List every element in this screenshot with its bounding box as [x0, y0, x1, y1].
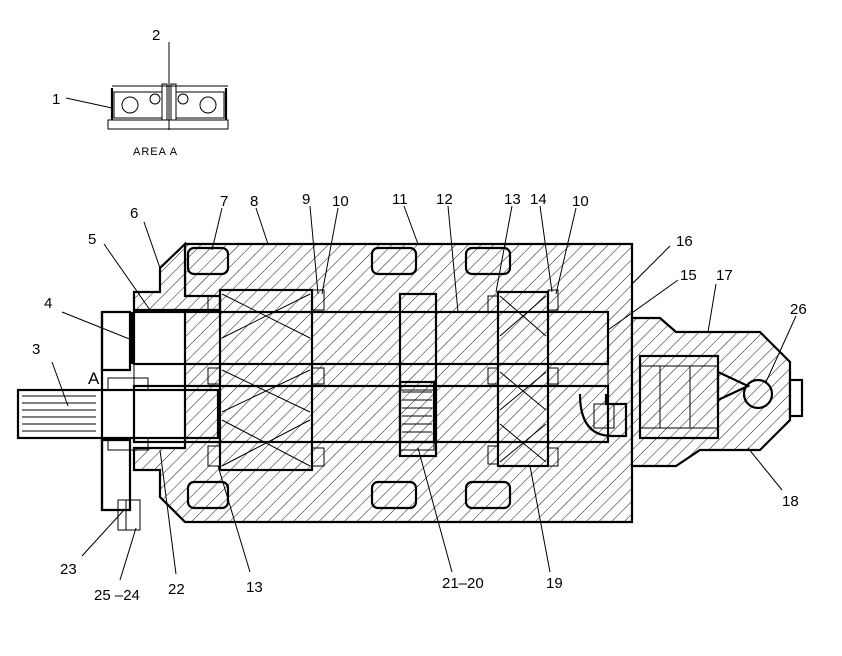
bolt-heads — [186, 246, 512, 510]
callout-10-right: 10 — [572, 193, 589, 210]
callout-10: 10 — [332, 193, 349, 210]
callout-23: 23 — [60, 561, 77, 578]
callout-7: 7 — [220, 193, 228, 210]
callout-15: 15 — [680, 267, 697, 284]
callout-1: 1 — [52, 91, 60, 108]
callout-3: 3 — [32, 341, 40, 358]
drive-shaft — [16, 312, 220, 531]
area-a-detail: AREA A — [107, 83, 229, 158]
section-marker-a: A — [88, 369, 100, 388]
callout-4: 4 — [44, 295, 52, 312]
callout-9: 9 — [302, 191, 310, 208]
callout-13-top: 13 — [504, 191, 521, 208]
callout-18: 18 — [782, 493, 799, 510]
callout-17: 17 — [716, 267, 733, 284]
callout-6: 6 — [130, 205, 138, 222]
bores — [132, 288, 610, 472]
pump-housing — [100, 241, 804, 524]
callout-8: 8 — [250, 193, 258, 210]
callout-26: 26 — [790, 301, 807, 318]
callout-13-bottom: 13 — [246, 579, 263, 596]
callout-19: 19 — [546, 575, 563, 592]
callout-22: 22 — [168, 581, 185, 598]
relief-valve — [578, 354, 774, 440]
callout-21-20: 21–20 — [442, 575, 484, 592]
leader-lines — [51, 42, 797, 581]
callout-12: 12 — [436, 191, 453, 208]
callout-25-24: 25 –24 — [94, 587, 140, 604]
callout-16: 16 — [676, 233, 693, 250]
callout-2: 2 — [152, 27, 160, 44]
area-a-caption: AREA A — [133, 146, 178, 158]
callout-5: 5 — [88, 231, 96, 248]
callout-labels: 1 2 3 4 5 6 7 8 9 10 11 12 13 14 10 16 1… — [32, 27, 807, 604]
callout-14: 14 — [530, 191, 547, 208]
callout-11: 11 — [392, 191, 408, 208]
